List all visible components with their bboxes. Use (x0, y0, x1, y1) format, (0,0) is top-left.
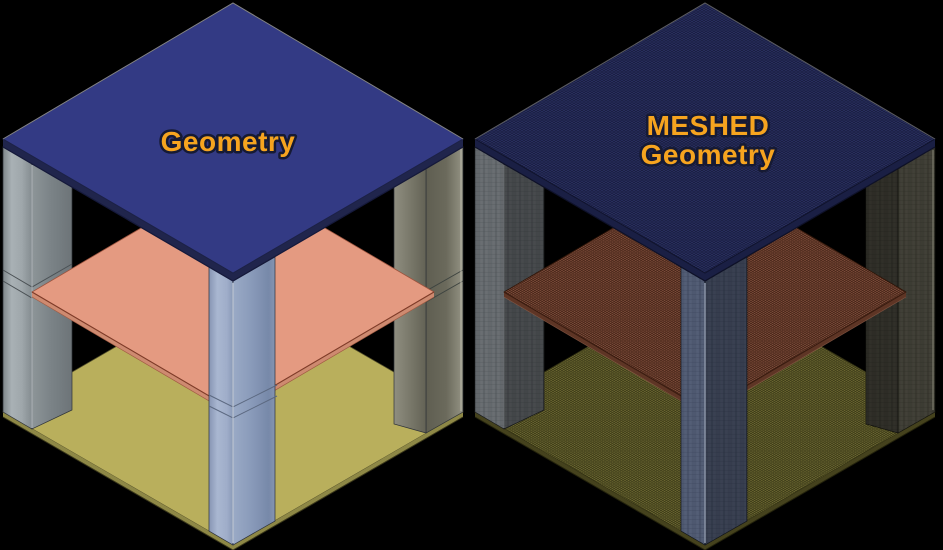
column-front-face-left (208, 266, 234, 546)
column-right-face-se (897, 146, 936, 434)
roof-bottom-outline (2, 146, 464, 282)
column-front-face-left (680, 266, 706, 546)
meshed-label-line2: Geometry (641, 139, 776, 170)
roof-slab (2, 2, 464, 282)
column-front-meshed (680, 256, 748, 546)
meshed-geometry-figure: MESHED Geometry (472, 0, 943, 550)
column-right-face-se (425, 146, 464, 434)
mid-floor-edge-se (705, 292, 906, 415)
meshed-label-line1: MESHED (647, 110, 770, 141)
column-front-face-right-shading (705, 257, 747, 545)
column-left-face-sw (2, 146, 33, 430)
roof-edge-sw (3, 139, 233, 281)
mid-floor-edge-sw (32, 292, 233, 415)
column-front (208, 256, 278, 546)
geometry-label: Geometry (161, 126, 296, 157)
column-left-face-sw (474, 146, 505, 430)
base-slab-bottom-outline (2, 416, 464, 550)
base-slab-edge-se (705, 412, 935, 550)
roof-slab-meshed (474, 2, 936, 282)
roof-edge-sw (475, 139, 705, 281)
base-slab-edge-sw (475, 412, 705, 550)
base-slab-edge-se (233, 412, 463, 550)
base-slab-bottom-outline (474, 416, 936, 550)
mid-floor-edge-sw (504, 292, 705, 415)
geometry-figure: Geometry (0, 0, 471, 550)
roof-edge-se (705, 139, 935, 281)
mid-floor-edge-se (233, 292, 434, 415)
roof-silhouette-highlight (474, 2, 936, 140)
base-slab-edge-sw (3, 412, 233, 550)
meshed-model-drawing: MESHED Geometry (474, 2, 936, 550)
roof-bottom-outline (474, 146, 936, 282)
roof-silhouette-highlight (2, 2, 464, 140)
geometry-model-drawing: Geometry (2, 2, 464, 550)
mid-floor-slab (31, 173, 435, 416)
column-front-face-right (232, 256, 276, 546)
roof-edge-se (233, 139, 463, 281)
